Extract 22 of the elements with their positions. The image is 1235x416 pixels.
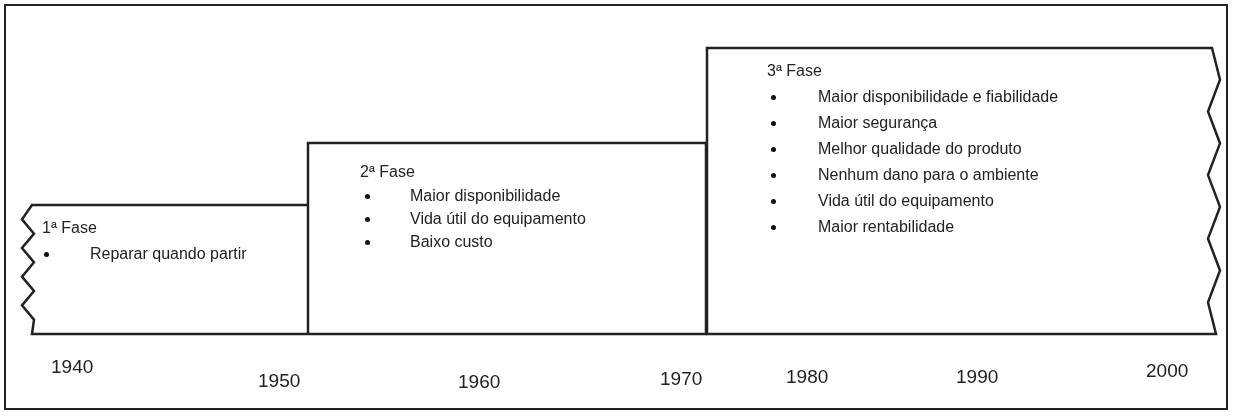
bullet-text: Maior disponibilidade — [410, 186, 561, 206]
bullet-text: Maior rentabilidade — [818, 217, 955, 237]
year-label: 1970 — [660, 368, 703, 390]
year-label: 1980 — [786, 366, 829, 388]
year-label: 1990 — [956, 366, 999, 388]
phase-box — [307, 142, 707, 335]
phase-title: 2ª Fase — [360, 162, 415, 182]
bullet-text: Reparar quando partir — [90, 244, 247, 264]
bullet-text: Maior segurança — [818, 113, 938, 133]
phase-box — [20, 204, 309, 335]
bullet-text: Melhor qualidade do produto — [818, 139, 1022, 159]
phase-title: 1ª Fase — [42, 218, 97, 238]
year-label: 1950 — [258, 370, 301, 392]
bullet-text: Maior disponibilidade e fiabilidade — [818, 87, 1059, 107]
year-label: 2000 — [1146, 360, 1189, 382]
bullet-text: Vida útil do equipamento — [818, 191, 994, 211]
bullet-text: Baixo custo — [410, 232, 493, 252]
year-label: 1960 — [458, 371, 501, 393]
phase-title: 3ª Fase — [767, 61, 822, 81]
bullet-text: Nenhum dano para o ambiente — [818, 165, 1039, 185]
year-label: 1940 — [51, 356, 94, 378]
bullet-text: Vida útil do equipamento — [410, 209, 586, 229]
